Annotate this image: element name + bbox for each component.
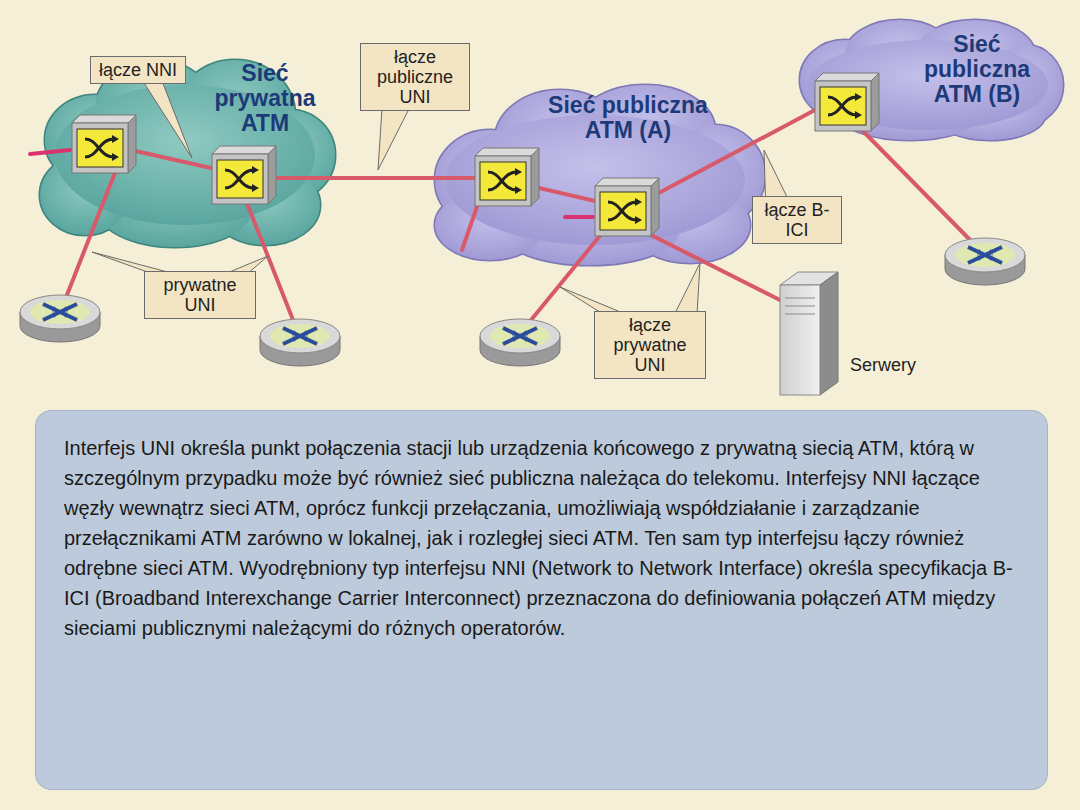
network-name: Sieć prywatna ATM bbox=[205, 61, 325, 136]
network-name: Sieć publiczna ATM (B) bbox=[902, 32, 1052, 107]
network-name: Sieć publiczna ATM (A) bbox=[548, 93, 708, 143]
callout-box: łącze B-ICI bbox=[752, 196, 842, 244]
callout-tail bbox=[378, 108, 410, 170]
callout-text: łącze B-ICI bbox=[761, 200, 833, 240]
callout-tail bbox=[675, 263, 700, 314]
callout-box: prywatne UNI bbox=[144, 271, 256, 319]
callout-text: prywatne UNI bbox=[153, 275, 247, 315]
callout-text: łącze NNI bbox=[99, 60, 177, 80]
description-text: Interfejs UNI określa punkt połączenia s… bbox=[64, 433, 1019, 643]
description-panel: Interfejs UNI określa punkt połączenia s… bbox=[35, 410, 1048, 790]
server-rack bbox=[780, 272, 838, 395]
end-devices bbox=[20, 238, 1025, 366]
public-atm-cloud: Sieć publiczna ATM (A) bbox=[420, 85, 770, 265]
callout-text: łącze publiczne UNI bbox=[369, 47, 461, 107]
callout-box: łącze publiczne UNI bbox=[360, 43, 470, 111]
callout-tail bbox=[764, 150, 788, 199]
device-label: Serwery bbox=[850, 355, 916, 376]
callout-box: łącze NNI bbox=[90, 56, 186, 84]
callout-text: łącze prywatne UNI bbox=[603, 315, 697, 375]
callout-tail bbox=[560, 287, 625, 314]
callout-box: łącze prywatne UNI bbox=[594, 311, 706, 379]
